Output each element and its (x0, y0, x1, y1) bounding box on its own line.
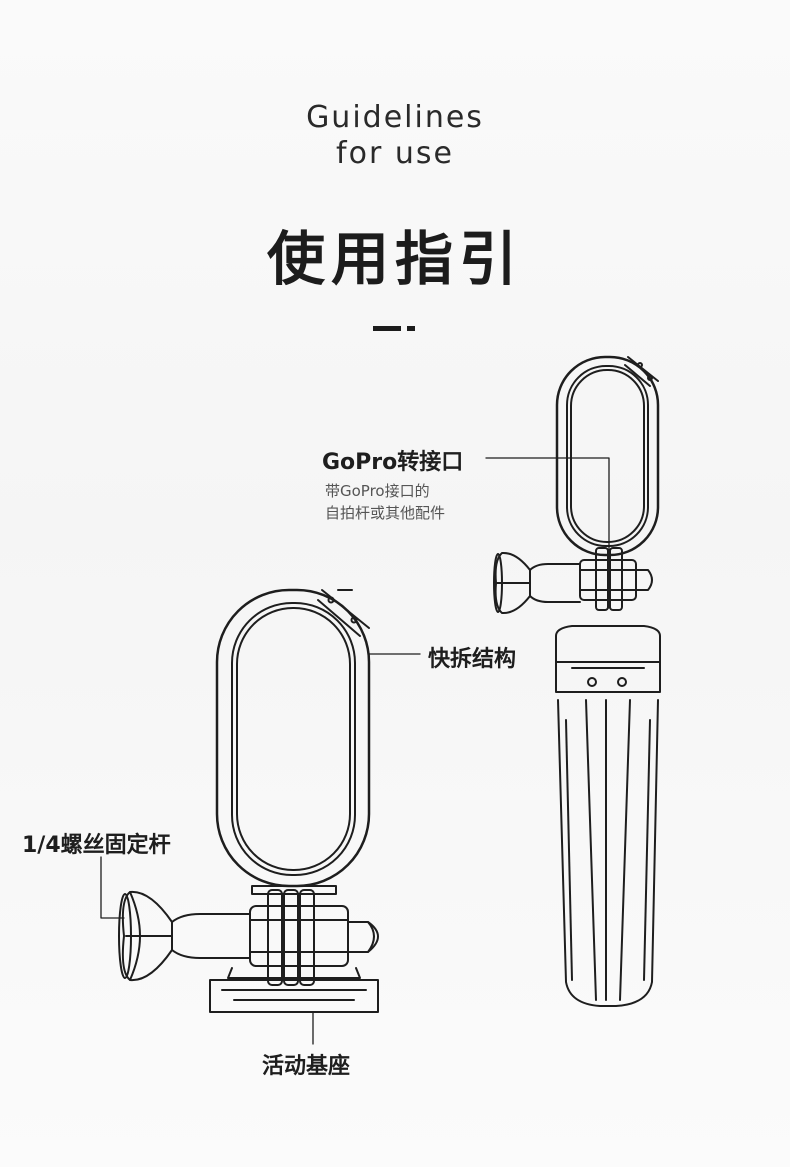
right-mount-hinge-drawing (579, 547, 653, 611)
screw-callout-line (100, 856, 125, 919)
right-mount-screw-knob-drawing (493, 551, 581, 615)
title-divider-short (407, 326, 415, 331)
left-mount-hinge-drawing (249, 885, 379, 986)
english-title-line-1: Guidelines (306, 100, 484, 135)
left-mount-screw-knob-drawing (118, 890, 251, 982)
english-title-line-2: for use (336, 136, 454, 171)
right-mount-frame-drawing (555, 355, 660, 557)
chinese-title: 使用指引 (266, 225, 523, 293)
gopro-adapter-label: GoPro转接口 (322, 450, 464, 475)
screw-rod-label: 1/4螺丝固定杆 (22, 833, 171, 858)
callout-lines (100, 457, 610, 1045)
title-divider-long (373, 326, 401, 331)
gopro-description-line-2: 自拍杆或其他配件 (325, 504, 446, 522)
left-mount-base-drawing (209, 967, 379, 1013)
gopro-callout-line (485, 457, 610, 609)
left-mount-frame-drawing (215, 588, 371, 888)
movable-base-label: 活动基座 (262, 1054, 351, 1079)
gopro-description-line-1: 带GoPro接口的 (325, 482, 430, 500)
quick-release-label: 快拆结构 (428, 647, 517, 672)
tripod-drawing (555, 625, 661, 1007)
